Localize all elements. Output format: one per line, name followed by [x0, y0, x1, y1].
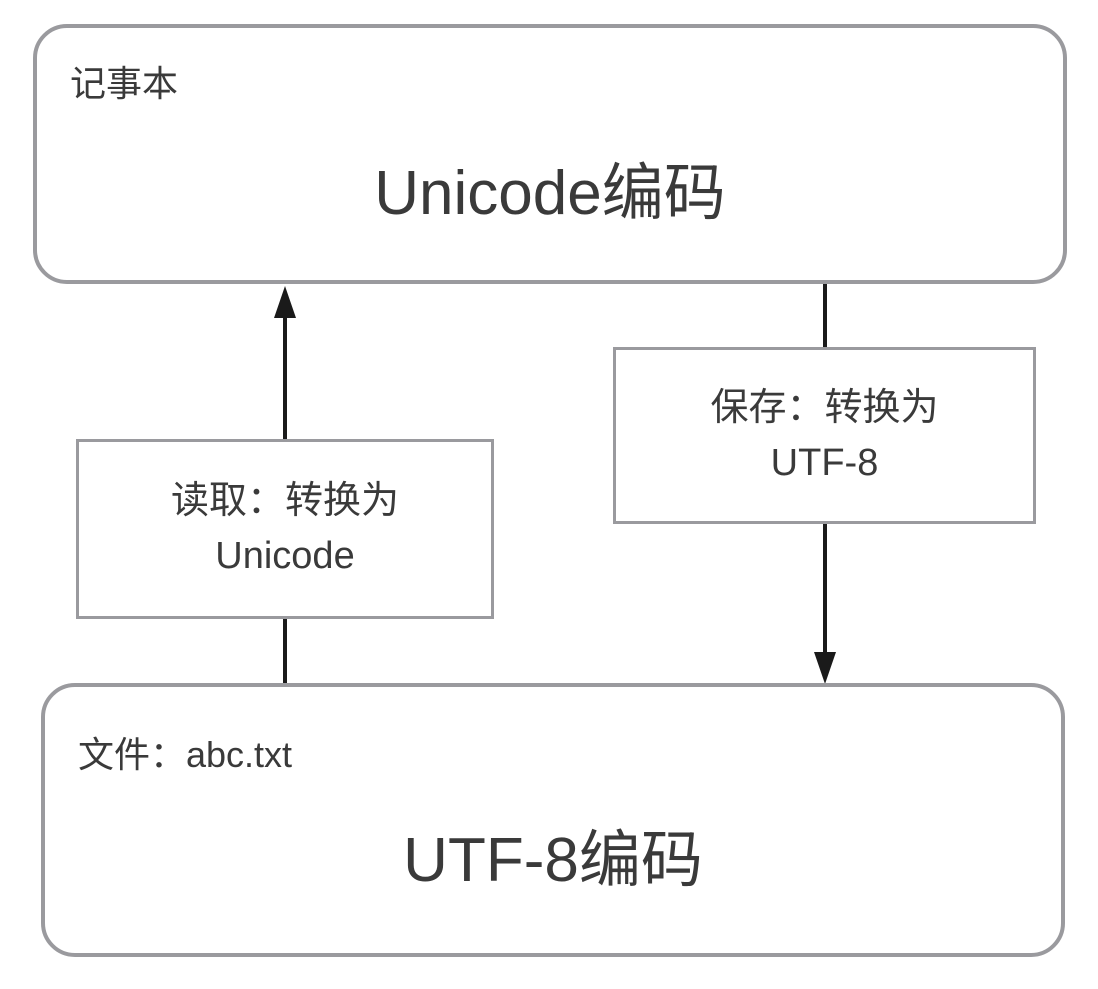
- read-connector-lower: [283, 619, 287, 685]
- save-note-line1: 保存：转换为: [710, 386, 939, 429]
- read-note-line1: 读取：转换为: [170, 479, 399, 522]
- file-corner-label: 文件：abc.txt: [78, 734, 293, 775]
- read-conversion-note: 读取：转换为 Unicode: [76, 439, 494, 619]
- notepad-corner-label: 记事本: [70, 63, 179, 104]
- notepad-node: 记事本 Unicode编码: [33, 24, 1067, 284]
- file-node: 文件：abc.txt UTF-8编码: [41, 683, 1065, 957]
- save-arrow-down-icon: [814, 524, 836, 684]
- read-arrow-up-icon: [274, 286, 296, 444]
- read-note-line2: Unicode: [215, 535, 355, 577]
- save-connector-upper: [823, 284, 827, 348]
- notepad-title: Unicode编码: [374, 159, 726, 228]
- save-note-line2: UTF-8: [770, 441, 879, 484]
- file-title: UTF-8编码: [403, 826, 703, 895]
- save-conversion-note: 保存：转换为 UTF-8: [613, 347, 1036, 524]
- save-note-text: 保存：转换为 UTF-8: [616, 380, 1033, 490]
- read-note-text: 读取：转换为 Unicode: [79, 474, 491, 584]
